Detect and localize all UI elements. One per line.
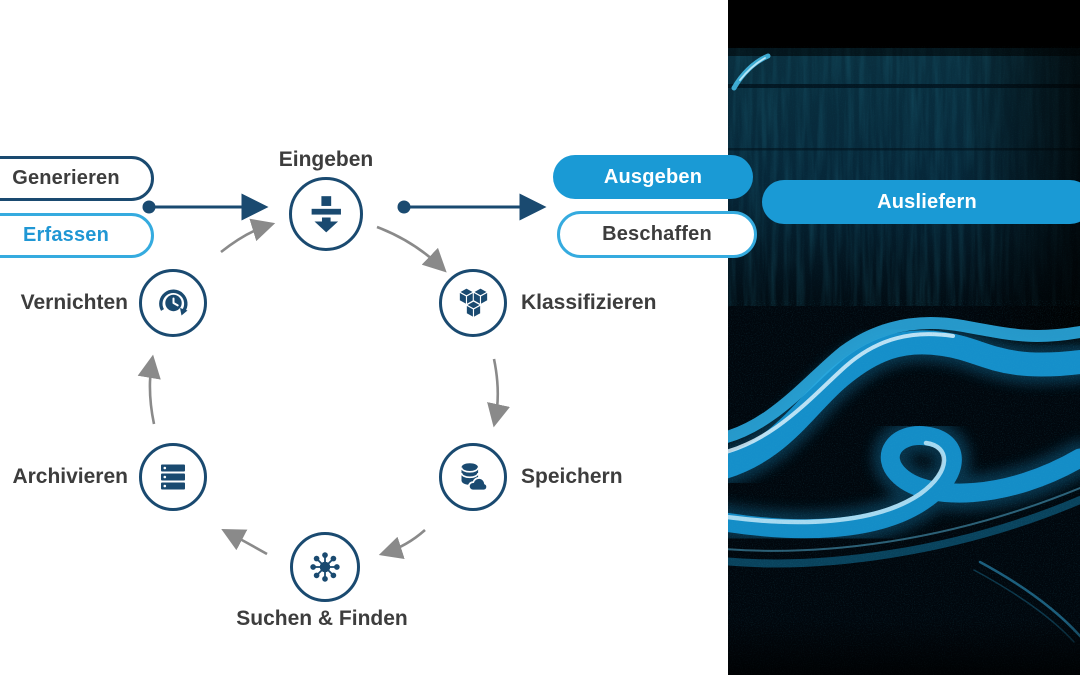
- import-icon: [311, 196, 341, 233]
- arrow-klassifizieren-speichern: [487, 358, 510, 428]
- network-hub-icon: [310, 552, 340, 582]
- pill-erfassen: Erfassen: [0, 213, 154, 258]
- arrow-eingeben-klassifizieren: [376, 225, 447, 273]
- label-speichern: Speichern: [521, 465, 623, 488]
- arrow-archivieren-vernichten: [137, 354, 161, 425]
- pill-generieren-label: Generieren: [12, 167, 120, 189]
- flow-arrows: [137, 193, 547, 560]
- label-suchen-finden: Suchen & Finden: [236, 607, 408, 630]
- output-arrow: [397, 193, 547, 221]
- label-vernichten: Vernichten: [20, 291, 128, 314]
- pill-generieren: Generieren: [0, 156, 154, 201]
- cubes-icon: [458, 287, 489, 319]
- node-klassifizieren: [439, 269, 507, 337]
- arrow-speichern-suchen: [378, 529, 426, 560]
- pill-ausgeben-label: Ausgeben: [603, 165, 703, 188]
- server-stack-icon: [161, 464, 185, 490]
- label-eingeben: Eingeben: [278, 148, 374, 171]
- pill-erfassen-label: Erfassen: [22, 224, 110, 246]
- database-cloud-icon: [460, 463, 489, 492]
- pill-ausgeben: Ausgeben: [553, 155, 753, 199]
- label-klassifizieren: Klassifizieren: [521, 291, 657, 314]
- label-archivieren: Archivieren: [12, 465, 128, 488]
- arrow-vernichten-eingeben: [220, 218, 276, 254]
- arrow-suchen-archivieren: [221, 528, 268, 556]
- input-arrow: [142, 193, 269, 221]
- node-suchen-finden: [290, 532, 360, 602]
- node-archivieren: [139, 443, 207, 511]
- background-photo: [693, 0, 1080, 675]
- node-speichern: [439, 443, 507, 511]
- pill-ausliefern-label: Ausliefern: [877, 190, 977, 213]
- pill-beschaffen: Beschaffen: [557, 211, 757, 258]
- pill-beschaffen-label: Beschaffen: [602, 223, 712, 245]
- cycle-arrows: [137, 218, 510, 560]
- node-vernichten: [139, 269, 207, 337]
- node-eingeben: [289, 177, 363, 251]
- light-trails-photo: [693, 0, 1080, 675]
- pill-ausliefern: Ausliefern: [762, 180, 1080, 224]
- clock-history-icon: [159, 289, 188, 316]
